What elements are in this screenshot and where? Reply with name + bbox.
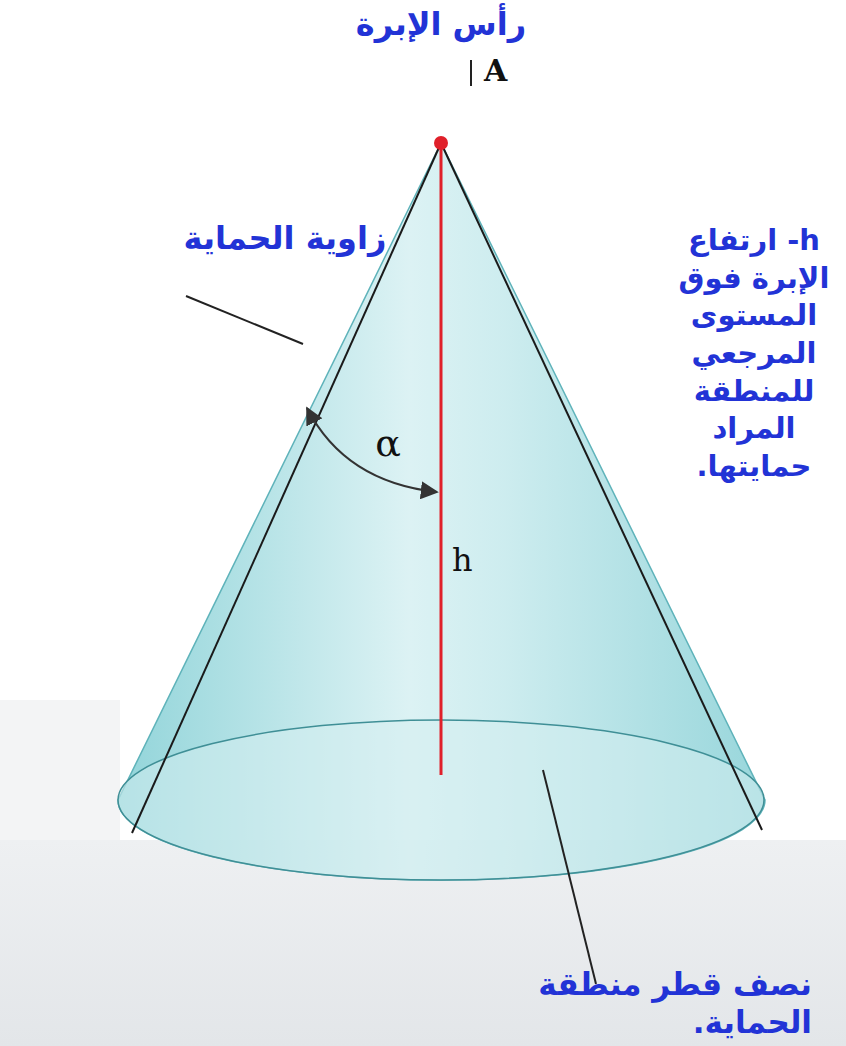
needle-axis: [440, 143, 443, 775]
angle-label-box: زاوية الحماية: [150, 218, 420, 258]
ground-panel: [0, 700, 120, 840]
height-note: h- ارتفاع الإبرة فوق المستوى المرجعي للم…: [668, 222, 840, 486]
radius-label-box: نصف قطر منطقة الحماية.: [420, 965, 812, 1043]
tip-label: رأس الإبرة: [356, 4, 526, 44]
point-label-box: A: [484, 52, 524, 90]
angle-label: زاوية الحماية: [184, 218, 387, 258]
angle-arc: [307, 408, 437, 492]
height-symbol-box: h: [452, 540, 488, 580]
radius-label: نصف قطر منطقة الحماية.: [420, 965, 812, 1043]
height-symbol: h: [452, 540, 473, 580]
tip-label-box: رأس الإبرة: [241, 4, 641, 44]
height-note-box: h- ارتفاع الإبرة فوق المستوى المرجعي للم…: [668, 222, 840, 486]
tip-marker: [470, 60, 472, 86]
point-label: A: [484, 52, 507, 90]
leader-line: [186, 296, 303, 344]
leader-line: [543, 770, 596, 984]
angle-symbol: α: [375, 420, 401, 468]
protection-cone: [118, 143, 765, 880]
needle-tip: [434, 136, 448, 150]
cone-edge-line: [132, 143, 441, 833]
angle-symbol-box: α: [366, 420, 410, 468]
